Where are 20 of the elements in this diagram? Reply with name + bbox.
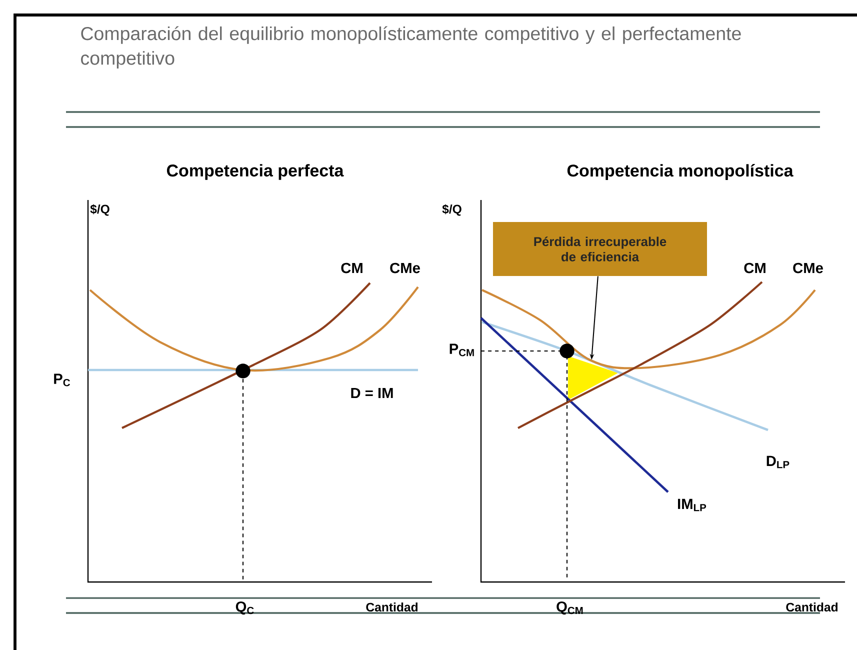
curve-label: D = IM <box>351 388 393 398</box>
chart-title: Competencia monopolística <box>567 164 794 180</box>
curve-label: CMe <box>793 262 823 274</box>
deadweight-triangle <box>568 356 618 400</box>
curve-label: CM <box>341 262 362 274</box>
axis-label: $/Q <box>442 204 462 216</box>
curve-label: Q$_{C}$ <box>236 601 254 615</box>
curve-label: IM$_{LP}$ <box>678 498 706 512</box>
curve-label: Q$_{CM}$ <box>556 601 583 615</box>
callout-box: Pérdida irrecuperable de eficiencia <box>493 222 707 276</box>
axis-label: $/Q <box>90 204 110 216</box>
curve-label: CM <box>744 262 766 274</box>
curve-label: P$_{CM}$ <box>450 344 474 356</box>
curve-label: P$_{C}$ <box>54 374 70 386</box>
title: Comparación del equilibrio monopolísticamente competitivo y el perfectamente competitivo <box>81 26 741 69</box>
curve-label: CMe <box>390 262 420 274</box>
axis-label: Cantidad <box>366 602 418 612</box>
axis-label: Cantidad <box>786 602 838 612</box>
curve-label: D$_{LP}$ <box>766 456 790 468</box>
chart-title: Competencia perfecta <box>166 164 344 180</box>
